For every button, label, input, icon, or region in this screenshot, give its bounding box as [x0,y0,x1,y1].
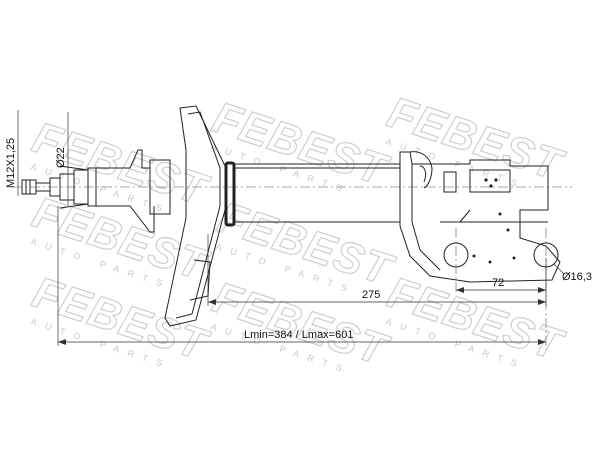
dim-hole-diameter: Ø16,3 [553,263,592,283]
watermark-3: FEBEST AUTO PARTS [381,87,570,191]
knuckle-bracket [399,151,561,350]
dim-overall-length: Lmin=384 / Lmax=601 [57,206,546,346]
dim-rod-diameter: Ø22 [55,112,69,206]
dim-thread: M12X1,25 [5,110,19,196]
spring-seat [164,105,227,327]
label-thread: M12X1,25 [5,138,17,188]
label-body-length: 275 [362,289,380,301]
label-hole-spacing: 72 [492,277,504,289]
label-overall-length: Lmin=384 / Lmax=601 [244,329,353,341]
watermark-8: FEBEST AUTO PARTS [381,267,570,371]
label-hole-diameter: Ø16,3 [562,271,592,283]
upper-mount [59,149,171,233]
label-rod-diameter: Ø22 [55,147,67,168]
dim-body-length: 275 [207,234,547,306]
dim-hole-spacing: 72 [456,277,546,293]
watermark-2: FEBEST AUTO PARTS [206,92,395,196]
